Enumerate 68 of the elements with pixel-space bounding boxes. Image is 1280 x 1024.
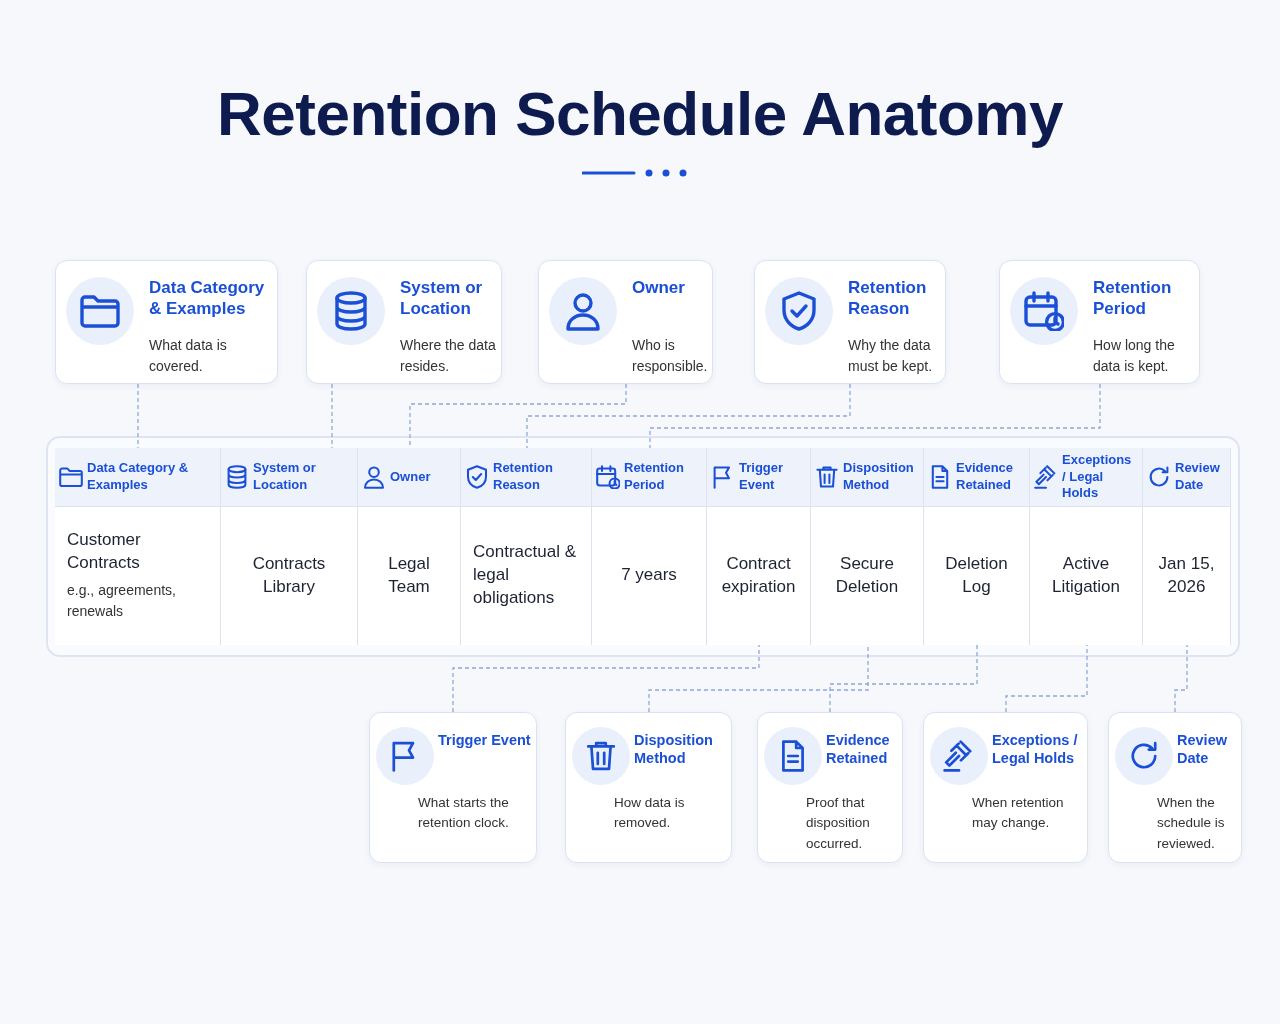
- table-column: [55, 448, 221, 645]
- table-column: [924, 448, 1030, 645]
- info-card: [1108, 712, 1242, 863]
- table-column: [707, 448, 811, 645]
- table-column: [592, 448, 707, 645]
- column-header: Review Date: [1175, 460, 1221, 494]
- info-card: [306, 260, 502, 384]
- column-header: System or Location: [253, 460, 317, 494]
- card-description: Who is responsible.: [632, 336, 708, 376]
- card-title: Retention Period: [1093, 277, 1173, 320]
- info-card: [923, 712, 1088, 863]
- table-column: [221, 448, 358, 645]
- info-card: [999, 260, 1200, 384]
- card-title: Disposition Method: [634, 731, 714, 768]
- table-column: [1143, 448, 1231, 645]
- table-column: [1030, 448, 1143, 645]
- table-column: [811, 448, 924, 645]
- column-header: Exceptions / Legal Holds: [1062, 451, 1133, 503]
- card-title: Retention Reason: [848, 277, 928, 320]
- column-header: Retention Reason: [493, 460, 554, 494]
- cell-value: Customer Contracts: [67, 528, 142, 574]
- title: Retention Schedule Anatomy: [216, 78, 1064, 149]
- table-column: [461, 448, 592, 645]
- card-title: Exceptions / Legal Holds: [992, 731, 1079, 768]
- info-card: [754, 260, 946, 384]
- info-card: [757, 712, 903, 863]
- cell-value: Deletion Log: [944, 552, 1009, 598]
- card-description: Proof that disposition occurred.: [806, 794, 871, 853]
- card-description: Why the data must be kept.: [848, 336, 934, 376]
- cell-value: Secure Deletion: [834, 552, 900, 598]
- info-card: [369, 712, 537, 863]
- card-description: Where the data resides.: [400, 336, 497, 376]
- table-column: [358, 448, 461, 645]
- card-title: Trigger Event: [438, 731, 532, 750]
- leader-line: [648, 644, 869, 713]
- card-description: What starts the retention clock.: [418, 794, 510, 833]
- leader-line: [452, 644, 760, 713]
- leader-line: [1174, 644, 1188, 713]
- card-title: Data Category & Examples: [149, 277, 266, 320]
- cell-value: Active Litigation: [1050, 552, 1122, 598]
- leader-line: [526, 383, 851, 449]
- column-header: Retention Period: [624, 460, 685, 494]
- cell-value: Contract expiration: [720, 552, 797, 598]
- info-card: [538, 260, 713, 384]
- cell-note: e.g., agreements, renewals: [67, 581, 177, 622]
- card-description: How long the data is kept.: [1093, 336, 1176, 376]
- card-description: When the schedule is reviewed.: [1157, 794, 1226, 853]
- card-title: System or Location: [400, 277, 484, 320]
- column-header: Data Category & Examples: [87, 460, 190, 494]
- column-header: Owner: [390, 468, 431, 486]
- cell-value: Legal Team: [387, 552, 431, 598]
- leader-line: [829, 644, 978, 713]
- card-title: Review Date: [1177, 731, 1228, 768]
- column-header: Trigger Event: [739, 460, 785, 494]
- card-title: Owner: [632, 277, 686, 299]
- card-title: Evidence Retained: [826, 731, 891, 768]
- cell-value: Jan 15, 2026: [1157, 552, 1216, 598]
- card-description: When retention may change.: [972, 794, 1065, 833]
- cell-value: 7 years: [621, 564, 677, 587]
- column-header: Disposition Method: [843, 460, 915, 494]
- card-description: How data is removed.: [614, 794, 686, 833]
- column-header: Evidence Retained: [956, 460, 1015, 494]
- card-description: What data is covered.: [149, 336, 228, 376]
- cell-value: Contractual & legal obligations: [473, 541, 577, 609]
- cell-value: Contracts Library: [251, 552, 327, 598]
- leader-line: [649, 383, 1101, 449]
- info-card: [565, 712, 732, 863]
- info-card: [55, 260, 278, 384]
